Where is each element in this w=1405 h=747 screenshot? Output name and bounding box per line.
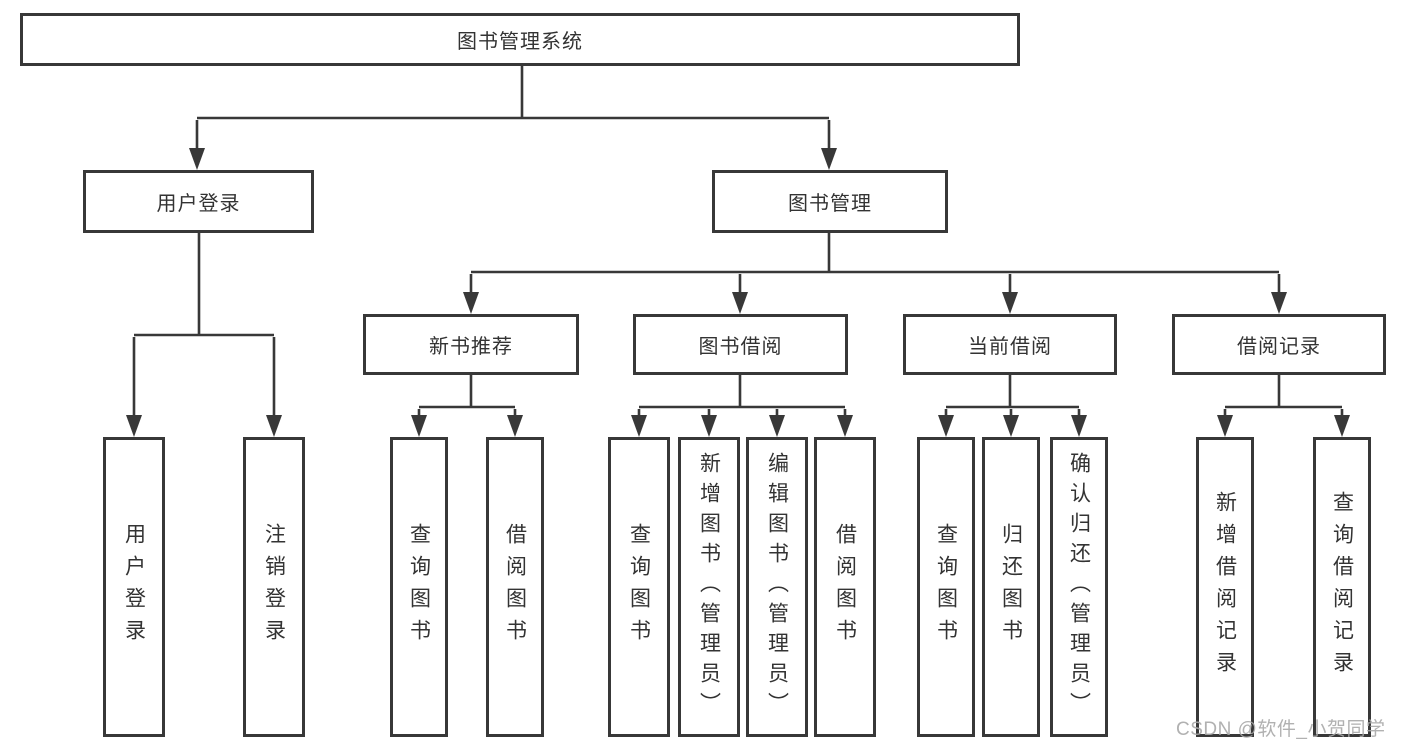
node-label: 查询图书 <box>934 523 958 651</box>
node-book-management: 图书管理 <box>712 170 948 233</box>
node-leaf-query-books-current: 查询图书 <box>917 437 975 737</box>
node-leaf-return-books: 归还图书 <box>982 437 1040 737</box>
node-leaf-edit-books-admin: 编辑图书（管理员） <box>746 437 808 737</box>
node-current-borrow: 当前借阅 <box>903 314 1117 375</box>
arrowhead <box>126 415 142 437</box>
node-label: 归还图书 <box>999 523 1023 651</box>
node-label: 查询图书 <box>627 523 651 651</box>
node-leaf-borrow-books: 借阅图书 <box>814 437 876 737</box>
connector-borrow-records-branch <box>1223 375 1344 420</box>
node-label: 图书管理系统 <box>457 31 583 53</box>
node-root-library-system: 图书管理系统 <box>20 13 1020 66</box>
node-leaf-add-books-admin: 新增图书（管理员） <box>678 437 740 737</box>
arrowhead <box>266 415 282 437</box>
arrowhead <box>189 148 205 170</box>
node-label: 图书管理 <box>788 193 872 215</box>
connector-new-book-branch <box>417 375 517 420</box>
node-label: 新增借阅记录 <box>1213 491 1237 683</box>
node-borrow-records: 借阅记录 <box>1172 314 1386 375</box>
arrowhead <box>631 415 647 437</box>
arrowhead <box>938 415 954 437</box>
node-label: 借阅记录 <box>1237 336 1321 358</box>
arrowhead <box>1334 415 1350 437</box>
connector-current-borrow-branch <box>944 375 1081 420</box>
arrowhead <box>769 415 785 437</box>
arrowhead <box>1271 292 1287 314</box>
arrowhead <box>463 292 479 314</box>
node-new-book-recommend: 新书推荐 <box>363 314 579 375</box>
node-book-borrow: 图书借阅 <box>633 314 848 375</box>
connector-book-management-to-level3 <box>469 233 1281 297</box>
node-label: 用户登录 <box>156 193 241 215</box>
node-label: 用户登录 <box>122 523 146 651</box>
node-leaf-borrow-books-recommend: 借阅图书 <box>486 437 544 737</box>
node-label: 注销登录 <box>262 523 286 651</box>
connector-user-login-branch <box>132 233 276 420</box>
node-leaf-query-borrow-record: 查询借阅记录 <box>1313 437 1371 737</box>
node-label: 借阅图书 <box>503 523 527 651</box>
connector-root-to-level2 <box>195 66 831 152</box>
arrowhead <box>1217 415 1233 437</box>
node-label: 新书推荐 <box>429 336 513 358</box>
node-label: 查询借阅记录 <box>1330 491 1354 683</box>
node-label: 确认归还（管理员） <box>1067 452 1091 722</box>
node-leaf-logout: 注销登录 <box>243 437 305 737</box>
arrowhead <box>821 148 837 170</box>
arrowheads <box>126 148 1350 437</box>
arrowhead <box>507 415 523 437</box>
node-leaf-add-borrow-record: 新增借阅记录 <box>1196 437 1254 737</box>
node-leaf-confirm-return-admin: 确认归还（管理员） <box>1050 437 1108 737</box>
arrowhead <box>1071 415 1087 437</box>
node-label: 图书借阅 <box>698 336 783 358</box>
node-label: 当前借阅 <box>968 336 1052 358</box>
arrowhead <box>732 292 748 314</box>
node-label: 新增图书（管理员） <box>697 452 721 722</box>
node-label: 查询图书 <box>407 523 431 651</box>
node-leaf-query-books-recommend: 查询图书 <box>390 437 448 737</box>
connector-book-borrow-branch <box>637 375 847 420</box>
arrowhead <box>701 415 717 437</box>
arrowhead <box>411 415 427 437</box>
node-label: 借阅图书 <box>833 523 857 651</box>
arrowhead <box>837 415 853 437</box>
node-user-login: 用户登录 <box>83 170 314 233</box>
node-label: 编辑图书（管理员） <box>765 452 789 722</box>
node-leaf-user-login: 用户登录 <box>103 437 165 737</box>
arrowhead <box>1002 292 1018 314</box>
node-leaf-query-books-borrow: 查询图书 <box>608 437 670 737</box>
arrowhead <box>1003 415 1019 437</box>
csdn-watermark: CSDN @软件_小贺同学 <box>1176 719 1386 740</box>
